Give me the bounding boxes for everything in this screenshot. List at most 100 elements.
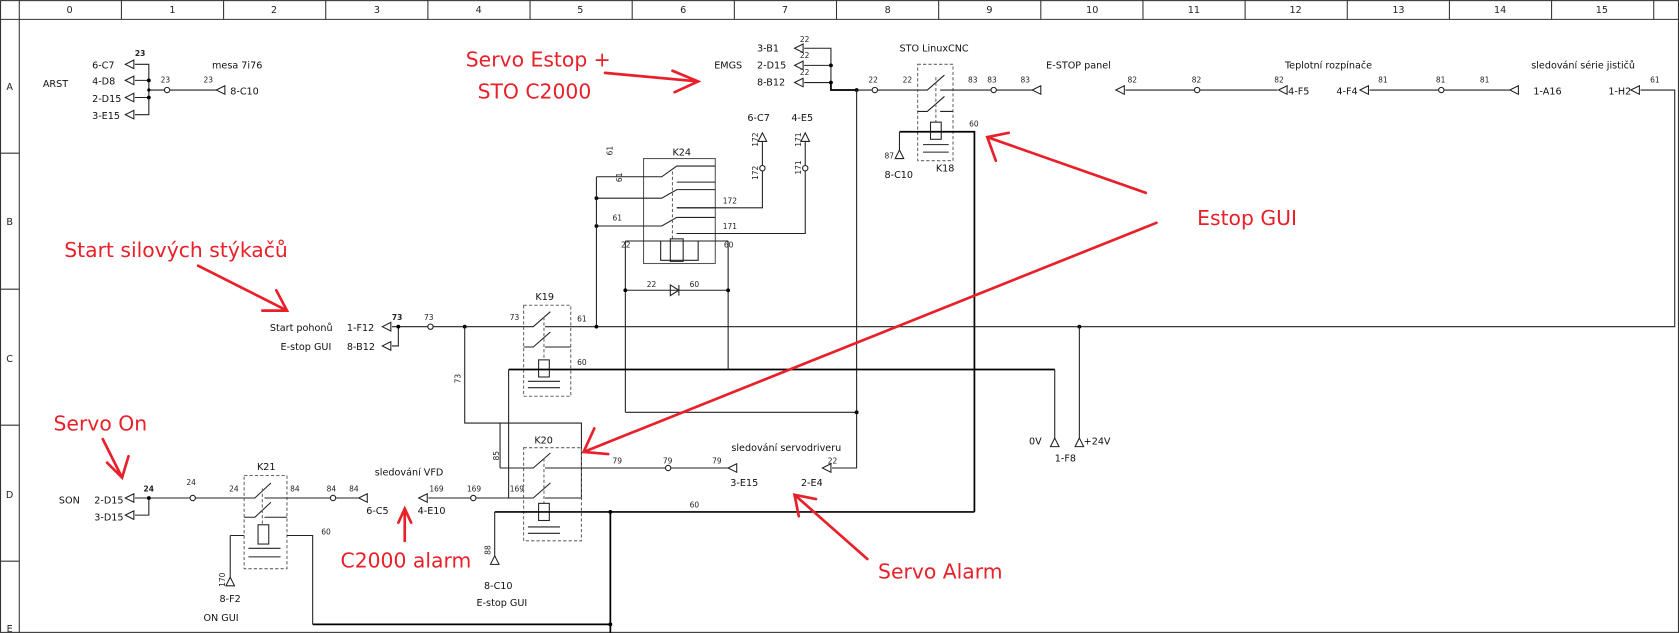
relay-k19	[523, 304, 572, 397]
p24v-label: +24V	[1084, 436, 1111, 447]
relay-label: K18	[936, 163, 955, 174]
ref: 2-D15	[757, 61, 786, 72]
ref: 1-H2	[1608, 86, 1631, 97]
wire-number: 172	[751, 165, 760, 180]
terminal-arrow-icon	[1277, 85, 1288, 95]
column-header: 9	[986, 5, 992, 16]
terminal-arrow-icon	[225, 576, 236, 587]
relay-label: K24	[672, 147, 691, 158]
ref: 8-C10	[484, 581, 513, 592]
wire-number: 22	[621, 240, 631, 249]
relay-k21	[243, 474, 288, 570]
column-header: 6	[680, 5, 686, 16]
wire-number: 23	[135, 49, 145, 58]
terminal-arrow-icon	[489, 555, 500, 565]
red-arrow	[396, 505, 413, 543]
wire-number: 82	[1274, 76, 1284, 85]
wire-number: 171	[794, 132, 803, 147]
terminal-arrow-icon	[124, 109, 135, 120]
emgs-label: EMGS	[714, 61, 742, 72]
wire-number: 83	[968, 76, 978, 85]
terminal-arrow-icon	[381, 321, 392, 332]
annotation-estop-gui: Estop GUI	[1197, 206, 1297, 230]
wire-number: 82	[1128, 76, 1138, 85]
ref: 6-C7	[747, 113, 769, 124]
annotation-start-silovych: Start silových stýkačů	[64, 238, 288, 262]
ref: 6-C7	[92, 61, 114, 72]
arst-label: ARST	[43, 79, 68, 90]
wire-number: 170	[218, 572, 227, 587]
wire-number: 22	[868, 76, 878, 85]
start-pohonu-label: Start pohonů	[270, 322, 333, 334]
wire-number: 61	[615, 172, 624, 182]
wire-number: 82	[1192, 76, 1202, 85]
column-header: 14	[1494, 5, 1506, 16]
ref: 2-E4	[801, 478, 823, 489]
relay-k21-block: SON 2-D15 3-D15 24 24 24 K21 170 8-F2 ON…	[59, 462, 524, 625]
wire-number: 84	[290, 485, 300, 494]
annotation-sto-c2000: STO C2000	[478, 80, 592, 104]
annotations: Servo Estop + STO C2000 Start silových s…	[54, 47, 1297, 583]
sto-label: STO LinuxCNC	[899, 43, 968, 54]
wire-number: 73	[392, 313, 402, 322]
wire-number: 81	[1480, 76, 1490, 85]
wire-number: 60	[321, 527, 331, 536]
estop-gui-label: E-stop GUI	[477, 598, 528, 609]
red-arrow	[603, 69, 702, 94]
ref: 4-F4	[1336, 86, 1357, 97]
wire-number: 61	[577, 314, 587, 323]
red-arrow	[581, 221, 1158, 456]
terminal-arrow-icon	[418, 493, 428, 503]
wire-number: 172	[751, 132, 760, 147]
wire-number: 61	[612, 214, 622, 223]
terminal-arrow-icon	[381, 341, 392, 351]
ref: 8-F2	[220, 594, 241, 605]
sledovani-jisticu-label: sledování série jističů	[1531, 60, 1635, 72]
sledovani-servo-label: sledování servodriveru	[731, 442, 841, 454]
column-headers: 0 1 2 3 4 5 6 7 8 9 10 11 12 13 14 15	[67, 5, 1608, 16]
wire-number: 22	[800, 68, 810, 77]
ref: 8-B12	[757, 78, 785, 89]
column-header: 0	[67, 5, 73, 16]
estop-gui-label: E-stop GUI	[281, 342, 332, 353]
wire-number: 88	[483, 545, 492, 555]
red-arrow	[101, 437, 130, 481]
row-header: D	[6, 490, 13, 501]
series-chain: 82 82 82 4-F5 Teplotní rozpínače 4-F4 81…	[570, 60, 1676, 465]
wire-number: 171	[794, 160, 803, 175]
terminal-arrow-icon	[1049, 437, 1060, 448]
terminal-arrow-icon	[124, 75, 135, 86]
wire-number: 60	[577, 358, 587, 367]
wire-number: 60	[690, 501, 700, 510]
terminal-arrow-icon	[1359, 85, 1370, 95]
wire-number: 22	[828, 457, 838, 466]
wire-number: 84	[327, 485, 337, 494]
column-header: 2	[271, 5, 277, 16]
mesa-label: mesa 7i76	[212, 61, 262, 72]
ref: 3-E15	[92, 111, 120, 122]
terminal-arrow-icon	[1630, 85, 1640, 95]
column-header: 10	[1086, 5, 1098, 16]
wire-number: 22	[647, 280, 657, 289]
wire-number: 172	[723, 197, 738, 206]
relay-k24	[643, 158, 716, 265]
wire-number: 73	[453, 374, 462, 384]
estop-panel-label: E-STOP panel	[1046, 61, 1111, 72]
wire-number: 23	[203, 76, 213, 85]
wire-number: 24	[186, 478, 196, 487]
column-header: 4	[476, 5, 482, 16]
red-arrow	[985, 131, 1148, 195]
column-header: 11	[1188, 5, 1200, 16]
wire-number: 60	[724, 240, 734, 249]
column-header: 3	[374, 5, 380, 16]
ref: 4-E10	[418, 506, 446, 517]
ref: 2-D15	[92, 94, 121, 105]
sledovani-vfd-label: sledování VFD	[375, 467, 444, 479]
wire-number: 81	[1436, 76, 1446, 85]
terminal-arrow-icon	[1074, 437, 1085, 448]
relay-label: K20	[534, 435, 553, 446]
wire-number: 60	[969, 119, 979, 128]
wire-number: 83	[1020, 76, 1030, 85]
